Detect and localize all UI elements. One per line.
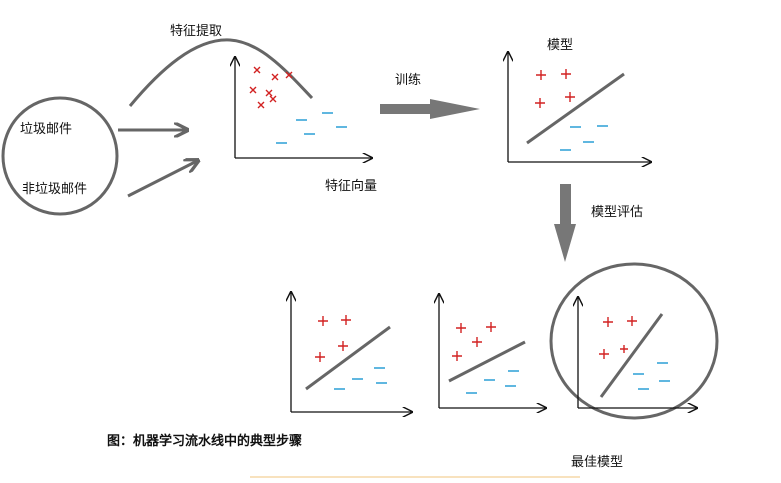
plus-mark: [271, 73, 279, 81]
plus-mark: [561, 69, 571, 79]
plus-mark: [452, 351, 462, 361]
plus-mark: [315, 352, 325, 362]
plus-mark: [599, 349, 609, 359]
plus-mark: [257, 101, 265, 109]
feature-dash-marks: [276, 112, 347, 144]
model-label: 模型: [547, 38, 573, 53]
training-arrow-group: 训练: [380, 73, 480, 119]
plus-mark: [565, 92, 575, 102]
plus-mark: [269, 95, 277, 103]
email-input-group: 垃圾邮件 非垃圾邮件: [1, 96, 119, 216]
feature-plus-marks: [249, 66, 293, 109]
input-arrows: [118, 130, 197, 198]
candidate1-decision-line: [305, 325, 391, 391]
best-model-label: 最佳模型: [571, 455, 623, 470]
best-model-plot: 最佳模型: [549, 262, 719, 470]
plus-mark: [535, 98, 545, 108]
plus-mark: [536, 70, 546, 80]
feature-extraction-curve: [128, 38, 314, 107]
candidate2-decision-line: [448, 340, 526, 383]
candidate-plot-1: [291, 292, 412, 412]
model-evaluation-label: 模型评估: [591, 205, 643, 220]
best-dash-marks: [633, 362, 670, 390]
plus-mark: [456, 323, 466, 333]
evaluation-arrow: [554, 184, 576, 262]
plus-mark: [620, 345, 628, 353]
candidate2-plus-marks: [452, 322, 496, 361]
training-arrow: [380, 99, 480, 119]
email-circle: [1, 96, 119, 216]
model-dash-marks: [560, 125, 608, 151]
candidate1-dash-marks: [334, 367, 387, 390]
figure-caption: 图：机器学习流水线中的典型步骤: [107, 433, 302, 449]
plus-mark: [603, 317, 613, 327]
plus-mark: [249, 86, 257, 94]
plus-mark: [627, 316, 637, 326]
feature-vector-plot: 特征向量: [235, 57, 377, 194]
feature-vector-label: 特征向量: [325, 178, 377, 194]
plus-mark: [472, 337, 482, 347]
best-plus-marks: [599, 316, 637, 359]
best-model-circle: [549, 262, 719, 420]
plus-mark: [253, 66, 261, 74]
model-plus-marks: [535, 69, 575, 108]
model-decision-line: [526, 72, 625, 145]
plus-mark: [318, 316, 328, 326]
training-label: 训练: [395, 73, 421, 88]
evaluation-arrow-group: 模型评估: [554, 184, 643, 262]
feature-extraction-label: 特征提取: [170, 23, 222, 39]
non-spam-arrow: [127, 161, 197, 198]
non-spam-label: 非垃圾邮件: [22, 182, 87, 197]
spam-label: 垃圾邮件: [20, 122, 72, 137]
plus-mark: [486, 322, 496, 332]
model-plot: 模型: [508, 38, 651, 162]
plus-mark: [285, 71, 293, 79]
plus-mark: [338, 341, 348, 351]
plus-mark: [265, 89, 273, 97]
best-decision-line: [599, 313, 664, 398]
candidate1-plus-marks: [315, 315, 351, 362]
candidate-plot-2: [439, 294, 546, 408]
plus-mark: [341, 315, 351, 325]
candidate2-dash-marks: [466, 370, 519, 394]
